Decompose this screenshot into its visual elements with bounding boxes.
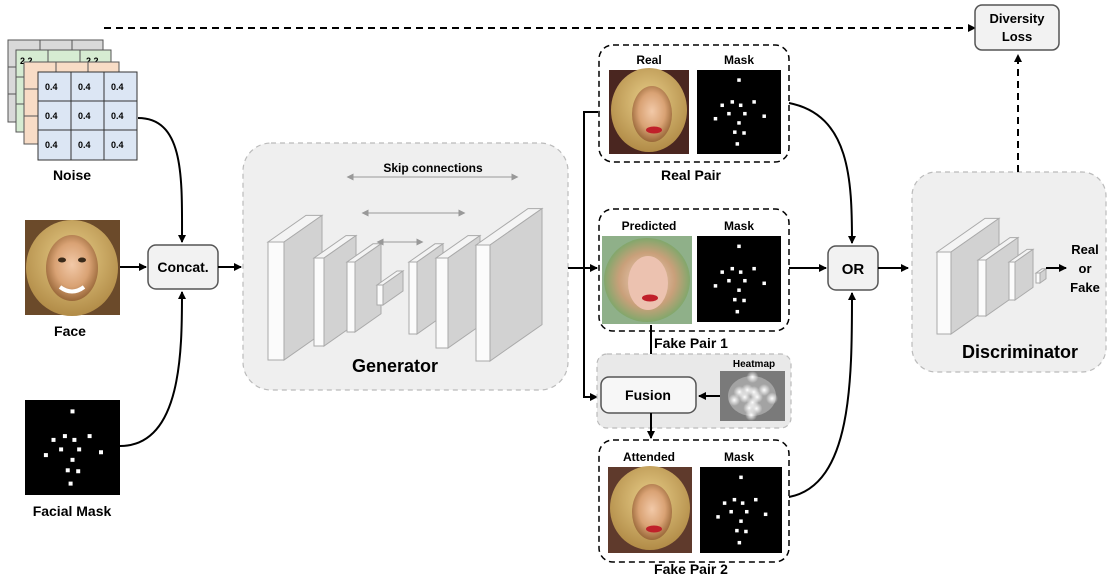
noise-label: Noise [53,167,91,183]
generator-block: Skip connections Generator [242,142,569,391]
attended-face-image [608,466,692,553]
noise-cell-value: 0.4 [78,140,91,150]
concat-label: Concat. [157,259,208,275]
noise-cell-value: 0.4 [45,82,58,92]
or-label: OR [842,261,865,278]
output-fake-label: Fake [1070,280,1100,295]
fake-pair-2-to-or-arrow [788,292,856,498]
layer-slab [1007,248,1035,301]
real-pair-box: Real Mask [598,44,790,163]
real-pair-to-or-arrow [788,102,856,244]
layer-slab [375,270,405,306]
fusion-block: Fusion Heatmap [596,353,792,429]
discriminator-block: Discriminator Real or Fake [911,171,1107,373]
or-node: OR [827,245,879,291]
discriminator-title: Discriminator [962,342,1078,362]
layer-slab [434,234,482,349]
real-face-image [609,68,689,154]
real-mask-image [697,70,781,154]
noise-cell-value: 0.4 [45,111,58,121]
generator-title: Generator [352,356,438,376]
noise-cell-value: 0.4 [78,82,91,92]
noise-stack: 2.2 2.2 0.4 0.4 0.4 0.4 0.4 0.4 0.4 0.4 0.4 Nois… [7,39,138,183]
noise-cells: 0.4 0.4 0.4 0.4 0.4 0.4 0.4 0.4 0.4 [45,82,124,150]
fake-pair-1-box: Predicted Mask [598,208,790,332]
fake-pair-2-box: Attended Mask [598,439,790,563]
noise-cell-value: 0.4 [45,140,58,150]
noise-to-concat-arrow [137,117,187,243]
branch-to-real-pair [583,111,598,268]
real-label: Real [636,53,661,67]
skip-connections-label: Skip connections [383,161,483,175]
heatmap-image [720,371,785,421]
fake-1-mask-image [697,236,781,322]
facial-mask-image [25,400,120,495]
heatmap-label: Heatmap [733,359,775,370]
fake-2-mask-label: Mask [724,450,754,464]
fake-pair-1-title: Fake Pair 1 [654,335,728,351]
real-mask-label: Mask [724,53,754,67]
diversity-loss-line1: Diversity [990,11,1046,26]
layer-slab [474,207,544,362]
discriminator-layers [935,217,1048,335]
noise-back-value: 2.2 [20,56,33,66]
predicted-face-image [602,236,692,324]
real-pair-title: Real Pair [661,167,721,183]
layer-slab [345,242,383,333]
diversity-loss-line2: Loss [1002,29,1032,44]
fake-1-mask-label: Mask [724,219,754,233]
fusion-node [600,376,697,414]
facial-mask-label: Facial Mask [33,503,112,519]
face-label: Face [54,323,86,339]
fake-2-mask-image [700,467,782,553]
noise-cell-value: 0.4 [78,111,91,121]
diversity-loss-node: Diversity Loss [974,4,1060,51]
noise-back-value: 2.2 [86,56,99,66]
generator-layers [266,207,544,362]
noise-cell-value: 0.4 [111,82,124,92]
fake-pair-2-title: Fake Pair 2 [654,561,728,577]
layer-slab [266,214,324,361]
noise-cell-value: 0.4 [111,140,124,150]
face-image [25,220,120,316]
noise-layer-blue: 0.4 0.4 0.4 0.4 0.4 0.4 0.4 0.4 0.4 [37,71,138,161]
attended-label: Attended [623,450,675,464]
concat-node: Concat. [147,244,219,290]
mask-to-concat-arrow [119,291,186,447]
layer-slab [1034,267,1048,284]
branch-to-fusion [583,268,598,401]
output-real-label: Real [1071,242,1098,257]
output-or-label: or [1079,261,1092,276]
fusion-label: Fusion [625,387,671,403]
predicted-label: Predicted [622,219,677,233]
noise-cell-value: 0.4 [111,111,124,121]
